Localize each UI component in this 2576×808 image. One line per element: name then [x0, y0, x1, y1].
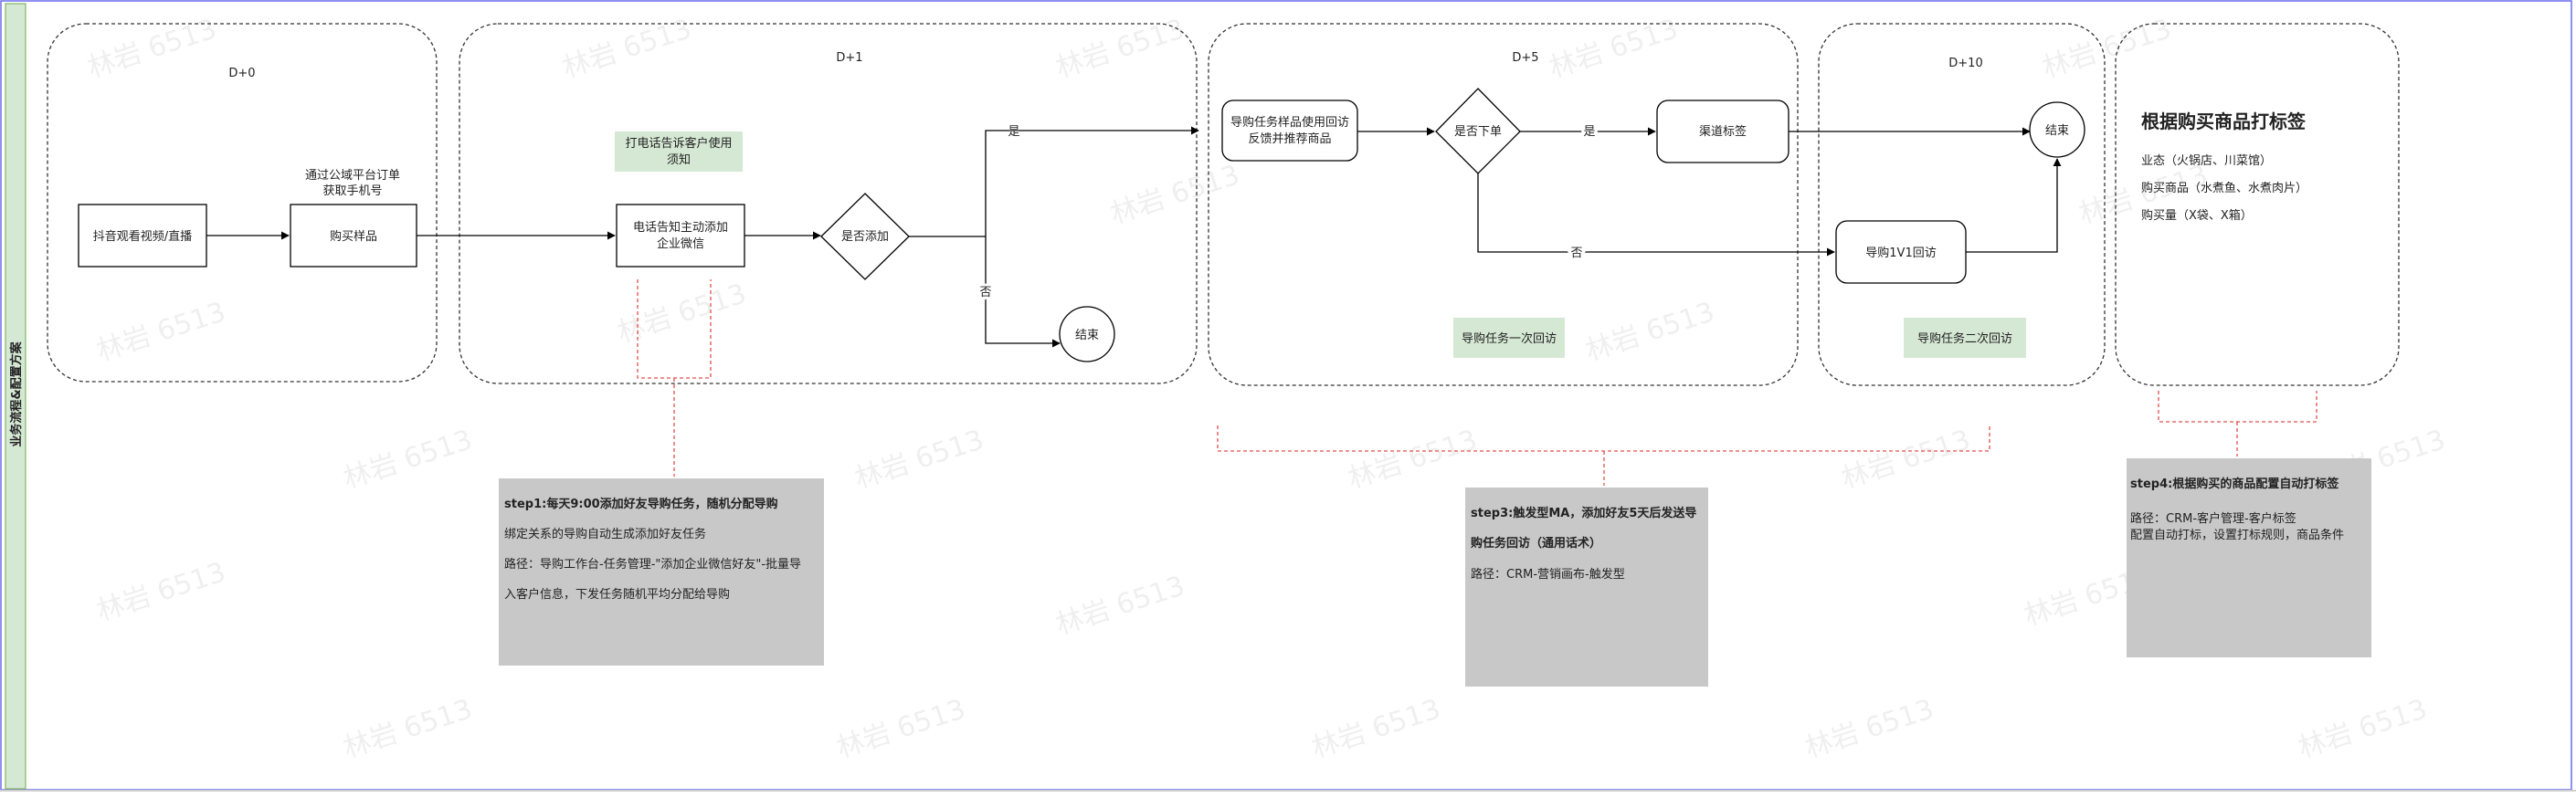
watermark: 林岩 6513: [93, 556, 230, 627]
buy-sample-label: 购买样品: [330, 229, 377, 244]
guide-visit-node: [1221, 100, 1358, 162]
phone-add-label-2: 企业微信: [657, 236, 704, 251]
end2-label: 结束: [2045, 124, 2069, 138]
phone-add-label-1: 电话告知主动添加: [633, 220, 728, 235]
watermark: 林岩 6513: [1052, 570, 1189, 641]
swimlane-label: 业务流程&配置方案: [9, 341, 24, 446]
arrow-yes-to-guide-visit: [909, 126, 1199, 237]
arrow-1v1-to-end2: [1966, 158, 2062, 253]
end1-label: 结束: [1075, 329, 1099, 342]
watermark: 林岩 6513: [2295, 693, 2432, 764]
is-added-decision: [820, 193, 910, 280]
channel-tag-label: 渠道标签: [1699, 124, 1747, 139]
phase-d0-container: [47, 23, 438, 383]
phase-d5-label: D+5: [1512, 51, 1538, 65]
watermark: 林岩 6513: [614, 278, 751, 349]
watermark: 林岩 6513: [1308, 693, 1445, 764]
phone-add-node: [616, 204, 745, 268]
watermark: 林岩 6513: [1107, 159, 1244, 230]
step4-note: [2127, 458, 2371, 657]
tag-panel-line-1: 业态（火锅店、川菜馆）: [2141, 153, 2272, 168]
douyin-label: 抖音观看视频/直播: [93, 229, 192, 244]
watermark: 林岩 6513: [93, 296, 230, 367]
watermark: 林岩 6513: [340, 693, 477, 764]
first-visit-label: 导购任务一次回访: [1462, 331, 1557, 346]
tag-panel-container: [2115, 23, 2400, 386]
douyin-node: [78, 204, 207, 268]
tag-panel-line-2: 购买商品（水煮鱼、水煮肉片）: [2141, 181, 2307, 195]
buy-sample-node: [290, 204, 417, 268]
step4-bracket: [2158, 391, 2317, 423]
get-phone-label-2: 获取手机号: [322, 184, 382, 198]
step3-line-1: 路径：CRM-营销画布-触发型: [1471, 567, 1625, 582]
watermark: 林岩 6513: [1801, 693, 1938, 764]
step1-title: step1:每天9:00添加好友导购任务，随机分配导购: [504, 497, 778, 511]
step1-note: [499, 478, 824, 666]
swimlane-header: [5, 3, 26, 790]
watermark: 林岩 6513: [340, 424, 477, 495]
phase-d1-label: D+1: [836, 51, 862, 65]
tag-panel-title: 根据购买商品打标签: [2141, 110, 2307, 132]
no1-label: 否: [979, 286, 991, 299]
is-added-label: 是否添加: [841, 230, 889, 244]
arrow-no-to-1v1: [1477, 173, 1835, 257]
step4-title: step4:根据购买的商品配置自动打标签: [2130, 477, 2339, 491]
call-notify-label-box: [615, 131, 743, 172]
no2-label: 否: [1570, 247, 1582, 260]
watermark: 林岩 6513: [833, 693, 970, 764]
phase-d0-label: D+0: [228, 67, 255, 80]
yes2-label: 是: [1583, 125, 1595, 139]
first-visit-label-box: [1453, 318, 1565, 358]
phase-d10-label: D+10: [1948, 57, 1982, 70]
call-notify-label-2: 须知: [667, 152, 691, 167]
step3-title-1: step3:触发型MA，添加好友5天后发送导: [1471, 506, 1696, 520]
end2-node: [2029, 101, 2085, 158]
tag-panel-line-3: 购买量（X袋、X箱）: [2141, 208, 2253, 223]
phase-d1-container: [459, 23, 1198, 384]
guide-visit-label-1: 导购任务样品使用回访: [1230, 115, 1349, 130]
step1-line-1: 绑定关系的导购自动生成添加好友任务: [504, 527, 706, 541]
get-phone-label-1: 通过公域平台订单: [305, 169, 400, 183]
yes1-label: 是: [1008, 125, 1019, 139]
phase-d5-container: [1208, 23, 1799, 386]
watermark: 林岩 6513: [1582, 296, 1719, 367]
guide-visit-label-2: 反馈并推荐商品: [1248, 132, 1331, 146]
guide-1v1-label: 导购1V1回访: [1865, 246, 1936, 260]
watermark: 林岩 6513: [1838, 424, 1975, 495]
step1-line-3: 入客户信息，下发任务随机平均分配给导购: [504, 587, 730, 602]
step1-line-2: 路径：导购工作台-任务管理-"添加企业微信好友"-批量导: [504, 557, 801, 572]
step3-note: [1465, 488, 1708, 687]
phase-d10-container: [1818, 23, 2106, 386]
arrow-no-to-end1: [985, 236, 1061, 348]
step3-title-2: 购任务回访（通用话术）: [1471, 536, 1601, 551]
is-ordered-label: 是否下单: [1454, 125, 1502, 139]
watermark: 林岩 6513: [851, 424, 988, 495]
watermark: 林岩 6513: [1345, 424, 1482, 495]
step4-line-2: 配置自动打标，设置打标规则，商品条件: [2130, 528, 2344, 542]
second-visit-label-box: [1904, 318, 2026, 358]
step4-line-1: 路径：CRM-客户管理-客户标签: [2130, 511, 2296, 526]
second-visit-label: 导购任务二次回访: [1917, 331, 2012, 346]
call-notify-label-1: 打电话告诉客户使用: [625, 136, 732, 151]
step3-bracket: [1217, 425, 1990, 452]
end1-node: [1059, 306, 1115, 362]
